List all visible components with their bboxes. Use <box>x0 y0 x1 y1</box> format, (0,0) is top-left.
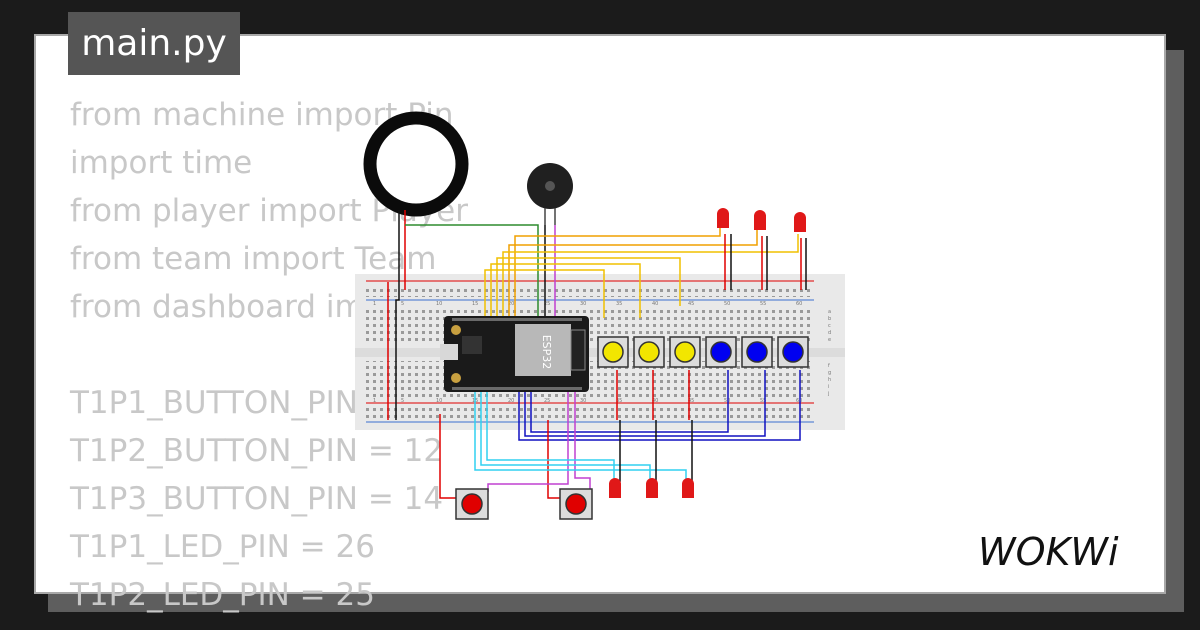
led[interactable] <box>682 478 694 498</box>
column-number: 1 <box>373 301 376 307</box>
code-line: from team import Team <box>70 241 437 277</box>
column-number: 10 <box>436 398 442 404</box>
row-letter: h <box>828 377 831 383</box>
row-letter: c <box>828 323 831 329</box>
column-number: 50 <box>724 301 730 307</box>
row-letter: f <box>828 363 830 369</box>
column-number: 25 <box>544 301 550 307</box>
led[interactable] <box>646 478 658 498</box>
red-button[interactable] <box>559 488 593 520</box>
game-buttons <box>597 336 809 368</box>
column-number: 10 <box>436 301 442 307</box>
led[interactable] <box>609 478 621 498</box>
column-number: 1 <box>373 398 376 404</box>
wires <box>387 210 807 499</box>
row-letter: g <box>828 370 831 376</box>
row-letter: j <box>827 391 829 397</box>
code-line: T1P2_LED_PIN = 25 <box>70 577 375 613</box>
player-button[interactable] <box>597 336 629 368</box>
code-line: T1P1_LED_PIN = 26 <box>70 529 375 565</box>
code-line: T1P2_BUTTON_PIN = 12 <box>70 433 444 469</box>
column-number: 20 <box>508 398 514 404</box>
red-button[interactable] <box>455 488 489 520</box>
column-number: 30 <box>580 301 586 307</box>
row-letter: d <box>828 330 831 336</box>
row-letter: b <box>828 316 831 322</box>
column-number: 30 <box>580 398 586 404</box>
column-number: 60 <box>796 398 802 404</box>
column-number: 15 <box>472 301 478 307</box>
wokwi-logo-text: WOKWi <box>978 530 1119 574</box>
column-number: 40 <box>652 301 658 307</box>
code-line: T1P3_BUTTON_PIN = 14 <box>70 481 444 517</box>
column-number: 35 <box>616 398 622 404</box>
esp32-board[interactable]: ESP32 <box>440 316 589 392</box>
esp32-label: ESP32 <box>540 335 553 370</box>
column-number: 5 <box>401 301 404 307</box>
column-number: 45 <box>688 301 694 307</box>
row-letter: a <box>828 309 831 315</box>
column-number: 45 <box>688 398 694 404</box>
esp32-pins <box>452 318 582 390</box>
buzzer[interactable] <box>527 163 573 225</box>
led[interactable] <box>754 210 766 230</box>
led[interactable] <box>717 208 729 228</box>
led[interactable] <box>794 212 806 232</box>
player-button[interactable] <box>777 336 809 368</box>
wokwi-logo: WOKWi <box>978 530 1119 574</box>
column-number: 20 <box>508 301 514 307</box>
player-button[interactable] <box>633 336 665 368</box>
file-tab[interactable]: main.py <box>68 12 240 75</box>
column-number: 55 <box>760 301 766 307</box>
column-number: 40 <box>652 398 658 404</box>
row-letter: e <box>828 337 831 343</box>
column-number: 50 <box>724 398 730 404</box>
column-number: 25 <box>544 398 550 404</box>
column-number: 35 <box>616 301 622 307</box>
leds <box>609 208 806 498</box>
column-number: 55 <box>760 398 766 404</box>
column-number: 60 <box>796 301 802 307</box>
code-line: from machine import Pin <box>70 97 454 133</box>
player-button[interactable] <box>705 336 737 368</box>
row-letter: i <box>828 384 829 390</box>
player-button[interactable] <box>669 336 701 368</box>
ring-component[interactable] <box>363 111 469 217</box>
player-button[interactable] <box>741 336 773 368</box>
column-number: 5 <box>401 398 404 404</box>
code-line: import time <box>70 145 253 181</box>
